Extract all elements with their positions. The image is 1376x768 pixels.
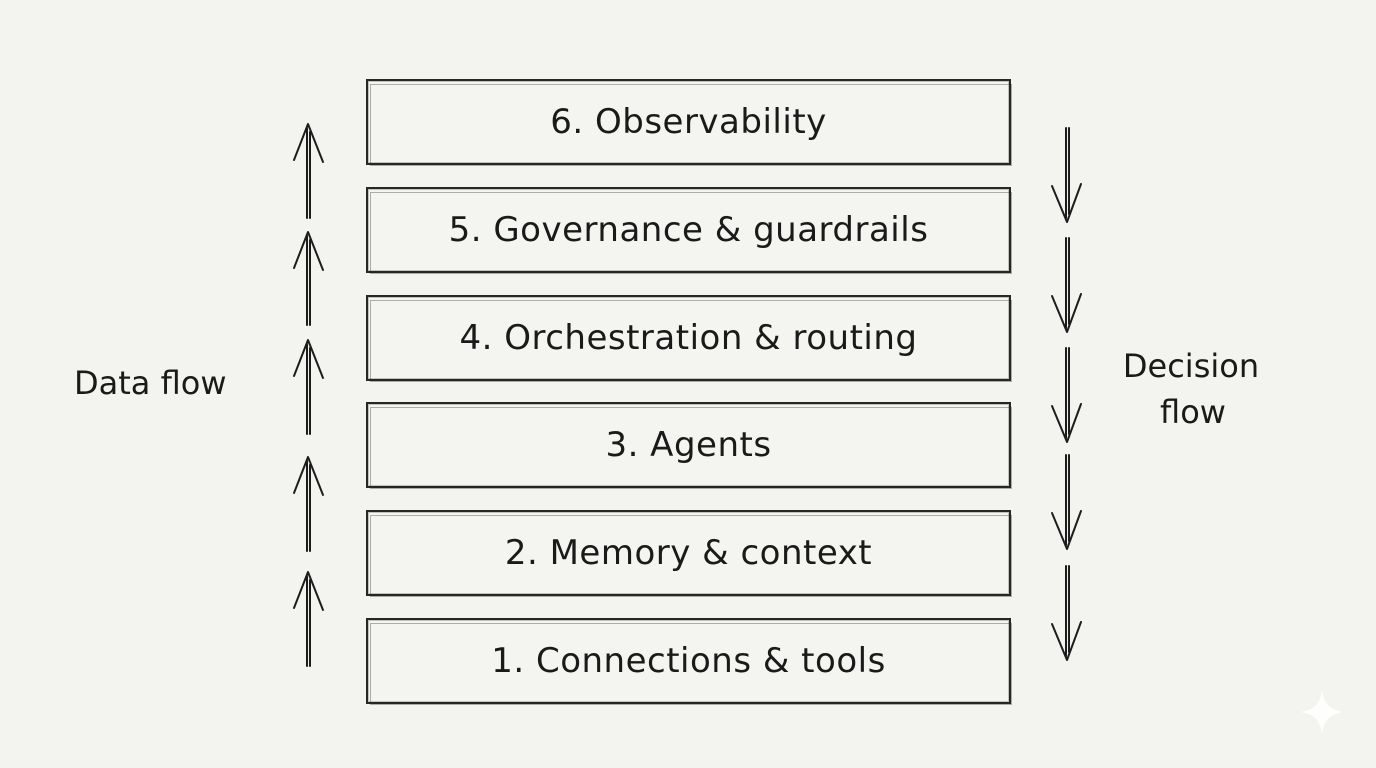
layer-label: 6. Observability [550, 102, 827, 142]
down-arrow-icon [1051, 565, 1082, 661]
decision-flow-line2: flow [1160, 393, 1226, 431]
up-arrow-icon [293, 231, 324, 326]
layer-label: 3. Agents [605, 425, 772, 465]
down-arrow-icon [1051, 347, 1082, 443]
up-arrow-icon [293, 339, 324, 435]
up-arrow-icon [293, 123, 324, 219]
down-arrow-icon [1051, 454, 1082, 550]
data-flow-label: Data flow [74, 360, 226, 406]
data-flow-text: Data flow [74, 364, 227, 402]
decision-flow-label: Decision flow [1116, 343, 1266, 435]
sparkle-icon [1300, 690, 1344, 734]
layer-orchestration: 4. Orchestration & routing [366, 295, 1012, 382]
down-arrow-icon [1051, 237, 1082, 333]
up-arrow-icon [293, 571, 324, 667]
layer-label: 5. Governance & guardrails [448, 210, 929, 250]
decision-flow-line1: Decision [1122, 347, 1260, 385]
layer-label: 2. Memory & context [504, 533, 873, 573]
down-arrow-icon [1051, 127, 1082, 223]
layer-connections: 1. Connections & tools [366, 618, 1012, 705]
layer-memory: 2. Memory & context [366, 510, 1012, 597]
up-arrow-icon [293, 456, 324, 552]
layer-label: 1. Connections & tools [491, 641, 886, 681]
layer-agents: 3. Agents [366, 402, 1012, 489]
layer-label: 4. Orchestration & routing [459, 318, 918, 358]
